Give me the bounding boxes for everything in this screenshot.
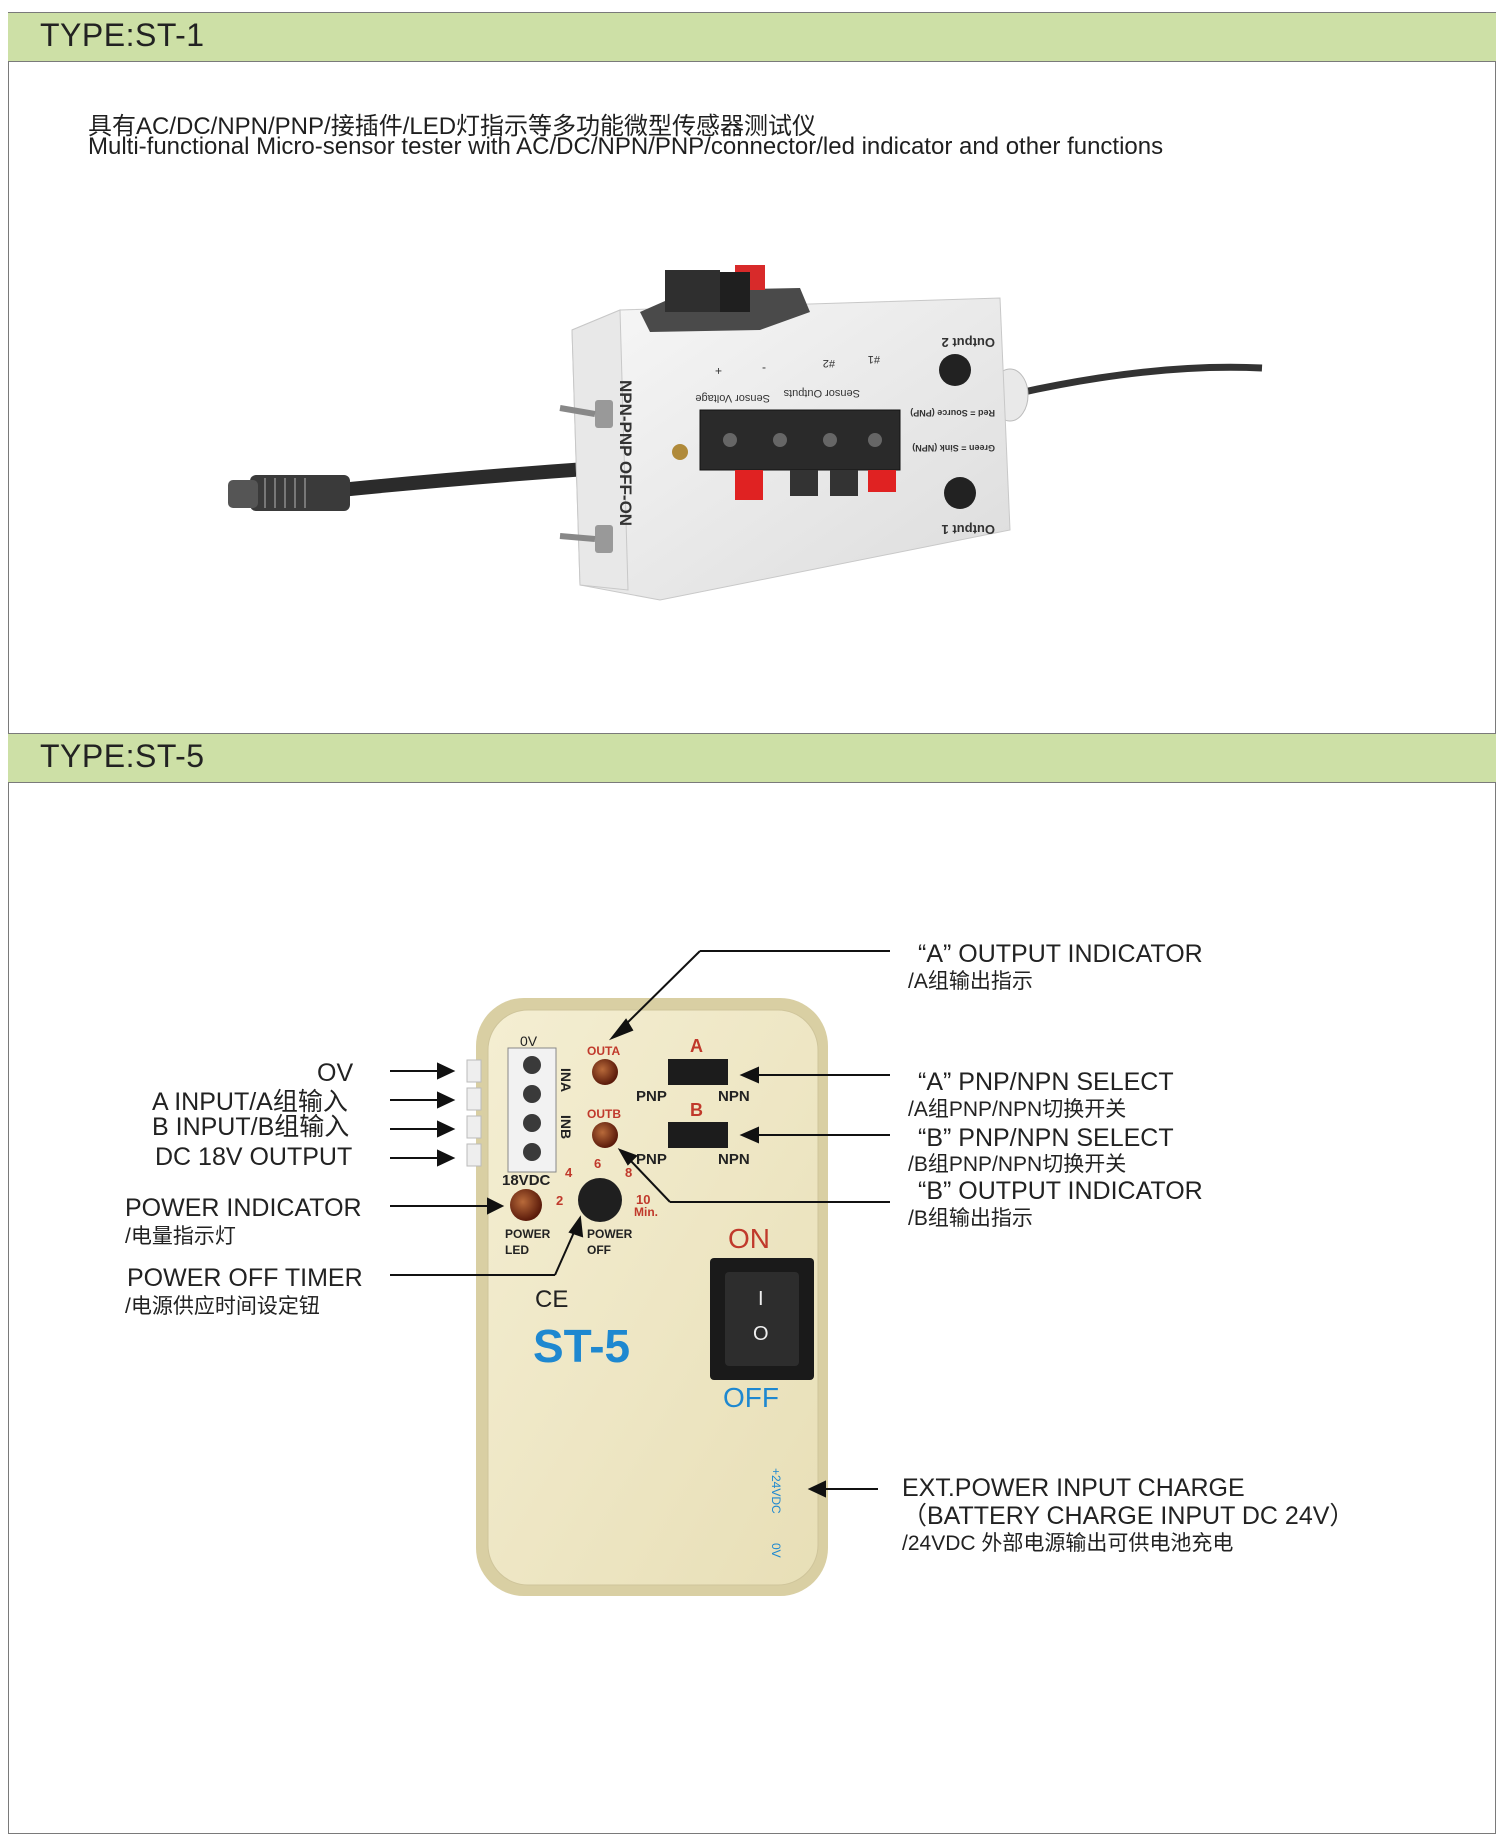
section-header-st5: TYPE:ST-5 [8,733,1496,783]
ann-b-select-zh: /B组PNP/NPN切换开关 [908,1153,1127,1176]
dc-jack-0v-label: 0V [769,1543,783,1558]
ann-timer-en: POWER OFF TIMER [127,1264,363,1292]
ann-out-a-en: “A” OUTPUT INDICATOR [918,940,1203,968]
st5-out-b-label: OUTB [587,1107,621,1121]
dc-jack-label: +24VDC [769,1468,783,1514]
ce-mark-icon: CE [535,1286,568,1313]
hash1-label: #1 [868,353,880,365]
power-off-label-2: OFF [587,1243,611,1257]
st5-b-pnp-label: PNP [636,1151,667,1168]
plus-label: + [715,364,722,378]
st5-off-label: OFF [723,1382,779,1413]
hash2-label: #2 [823,357,835,369]
power-off-timer-knob-icon [578,1178,622,1222]
power-led-icon [510,1189,542,1221]
st5-a-pnp-label: PNP [636,1088,667,1105]
ann-b-select-en: “B” PNP/NPN SELECT [918,1124,1174,1152]
sensor-voltage-label: Sensor Voltage [695,392,770,404]
minus-label: - [762,362,766,376]
power-led-label-2: LED [505,1243,529,1257]
out-a-led-icon [592,1059,618,1085]
m8-connector-icon [228,475,350,511]
ann-power-indicator-en: POWER INDICATOR [125,1194,362,1222]
ann-out-b-en: “B” OUTPUT INDICATOR [918,1177,1203,1205]
dial-6: 6 [594,1156,601,1171]
rocker-i-mark: I [758,1288,764,1310]
ann-dc18: DC 18V OUTPUT [155,1143,353,1171]
st1-description-zh: 具有AC/DC/NPN/PNP/接插件/LED灯指示等多功能微型传感器测试仪 [88,113,817,140]
st1-side-label: NPN-PNP OFF-ON [616,380,635,526]
ann-out-b-zh: /B组输出指示 [908,1207,1033,1230]
st1-description-en: Multi-functional Micro-sensor tester wit… [88,133,1164,160]
st5-18vdc-label: 18VDC [502,1172,551,1189]
dial-2: 2 [556,1193,563,1208]
output2-led-icon [939,354,971,386]
power-off-label-1: POWER [587,1227,633,1241]
ann-a-select-zh: /A组PNP/NPN切换开关 [908,1098,1127,1121]
sensor-outputs-label: Sensor Outputs [783,387,860,399]
ann-a-input: A INPUT/A组输入 [152,1088,348,1116]
input-cable [339,461,601,497]
b-select-switch-icon [668,1122,728,1148]
dial-min: Min. [634,1205,658,1219]
ann-power-indicator-zh: /电量指示灯 [125,1225,236,1248]
st5-in-b-label: INB [558,1115,574,1139]
green-sink-label: Green = Sink (NPN) [912,443,995,453]
st5-b-npn-label: NPN [718,1151,750,1168]
section-title-st1: TYPE:ST-1 [40,17,205,53]
ann-ext-power-3: /24VDC 外部电源输出可供电池充电 [902,1532,1234,1555]
terminal-block-icon [672,409,901,500]
ann-ext-power-2: （BATTERY CHARGE INPUT DC 24V） [902,1502,1355,1530]
ann-timer-zh: /电源供应时间设定钮 [125,1295,320,1318]
rocker-o-mark: O [753,1323,769,1345]
dial-4: 4 [565,1165,573,1180]
st5-on-label: ON [728,1223,770,1254]
output1-label: Output 1 [942,522,995,537]
ann-b-input: B INPUT/B组输入 [152,1113,350,1141]
ann-ov: OV [317,1059,354,1087]
output-cable [1009,363,1263,399]
st5-in-a-label: INA [558,1068,574,1092]
annotation-arrows [390,950,890,1498]
dial-10: 10 [636,1192,650,1207]
st5-a-npn-label: NPN [718,1088,750,1105]
spring-terminal-icon [640,265,810,332]
ann-out-a-zh: /A组输出指示 [908,970,1033,993]
output1-led-icon [944,477,976,509]
ann-ext-power-1: EXT.POWER INPUT CHARGE [902,1474,1245,1502]
section-title-st5: TYPE:ST-5 [40,738,205,774]
st5-model-label: ST-5 [533,1320,630,1372]
st5-ov-label: 0V [520,1033,538,1049]
toggle-switch-icon [559,400,613,553]
section-header-st1: TYPE:ST-1 [8,12,1496,62]
a-select-switch-icon [668,1059,728,1085]
ann-a-select-en: “A” PNP/NPN SELECT [918,1068,1174,1096]
power-led-label-1: POWER [505,1227,551,1241]
st5-a-label: A [690,1036,703,1056]
output2-label: Output 2 [942,335,995,350]
dial-8: 8 [625,1165,632,1180]
st1-device-illustration: NPN-PNP OFF-ON Output 2 Output 1 Sensor … [228,265,1263,601]
red-source-label: Red = Source (PNP) [910,408,995,418]
out-b-led-icon [592,1122,618,1148]
st5-b-label: B [690,1100,703,1120]
st5-out-a-label: OUTA [587,1044,620,1058]
